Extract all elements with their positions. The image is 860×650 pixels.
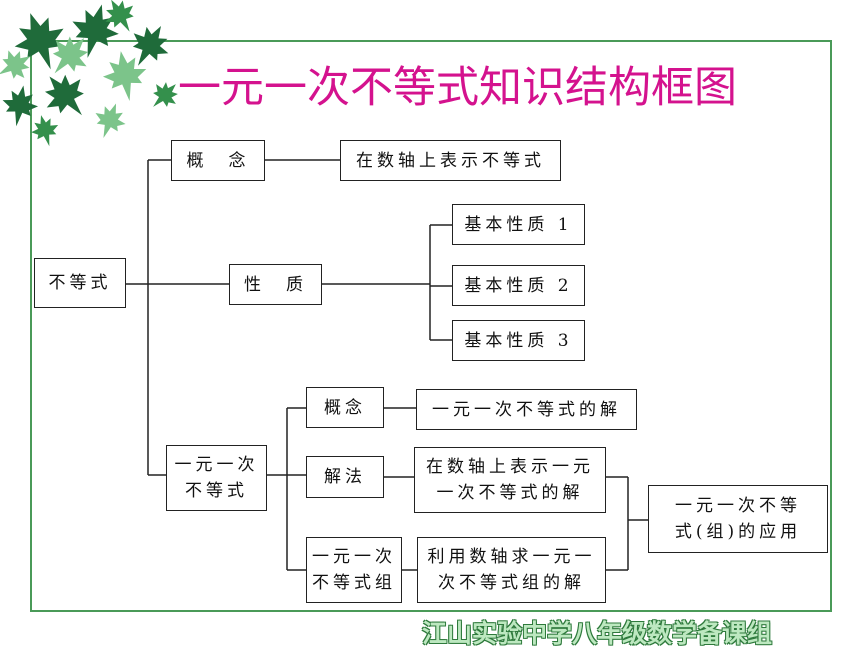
node-inequality: 不等式 [34,258,126,308]
node-sub-concept: 概念 [306,387,384,428]
node-basic-property-3: 基本性质 3 [452,320,585,361]
node-application: 一元一次不等式(组)的应用 [648,485,828,553]
node-linear-inequality: 一元一次不等式 [166,445,267,511]
node-property: 性 质 [229,264,322,305]
slide-frame [30,40,832,612]
node-number-line-representation: 在数轴上表示不等式 [340,140,561,181]
node-basic-property-2: 基本性质 2 [452,265,585,306]
diagram-title: 一元一次不等式知识结构框图 [178,63,737,113]
node-basic-property-1: 基本性质 1 [452,204,585,245]
node-linear-inequality-solution: 一元一次不等式的解 [416,389,637,430]
node-concept: 概 念 [171,140,265,181]
node-solution-on-number-line: 在数轴上表示一元一次不等式的解 [414,447,606,513]
footer-school-group: 江山实验中学八年级数学备课组 [422,619,773,648]
node-inequality-system: 一元一次不等式组 [306,537,402,603]
node-solving-method: 解法 [306,456,384,498]
node-system-solution-number-line: 利用数轴求一元一次不等式组的解 [417,537,606,603]
